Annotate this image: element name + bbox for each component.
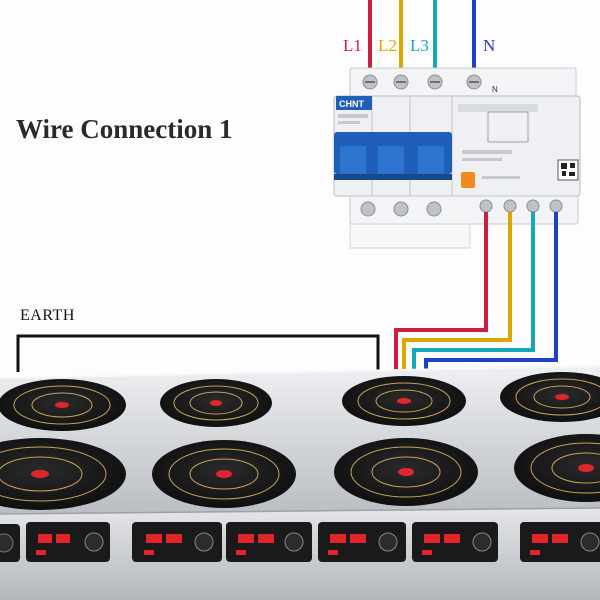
burner-back-2 [160, 379, 272, 427]
earth-label: EARTH [20, 307, 75, 324]
earth-wire [16, 334, 380, 372]
circuit-breaker: CHNT N [333, 67, 581, 249]
wire-label-l2: L2 [378, 36, 397, 55]
burner-front-3 [334, 438, 478, 506]
output-wires [394, 212, 558, 370]
burner-front-1 [0, 438, 126, 510]
breaker-terminal-n: N [492, 85, 498, 94]
burner-back-3 [342, 376, 466, 426]
control-panel [0, 522, 600, 562]
breaker-brand: CHNT [339, 99, 364, 109]
wire-label-l3: L3 [410, 36, 429, 55]
wire-label-l1: L1 [343, 36, 362, 55]
control-panel-3 [132, 522, 222, 562]
control-panel-1 [0, 524, 20, 562]
wire-n-out [424, 212, 558, 370]
supply-wires [368, 0, 476, 72]
wire-label-n: N [483, 36, 496, 55]
diagram-title: Wire Connection 1 [16, 114, 233, 144]
control-panel-2 [26, 522, 110, 562]
burner-back-4 [500, 372, 600, 422]
wire-l1-out [394, 212, 488, 370]
burner-front-2 [152, 440, 296, 508]
control-panel-6 [412, 522, 498, 562]
wire-l2-out [402, 212, 512, 370]
induction-cooktop [0, 365, 600, 600]
burner-back-1 [0, 379, 126, 431]
control-panel-5 [318, 522, 406, 562]
wire-l3-out [412, 212, 535, 370]
control-panel-7 [520, 522, 600, 562]
burner-front-4 [514, 434, 600, 502]
control-panel-4 [226, 522, 312, 562]
